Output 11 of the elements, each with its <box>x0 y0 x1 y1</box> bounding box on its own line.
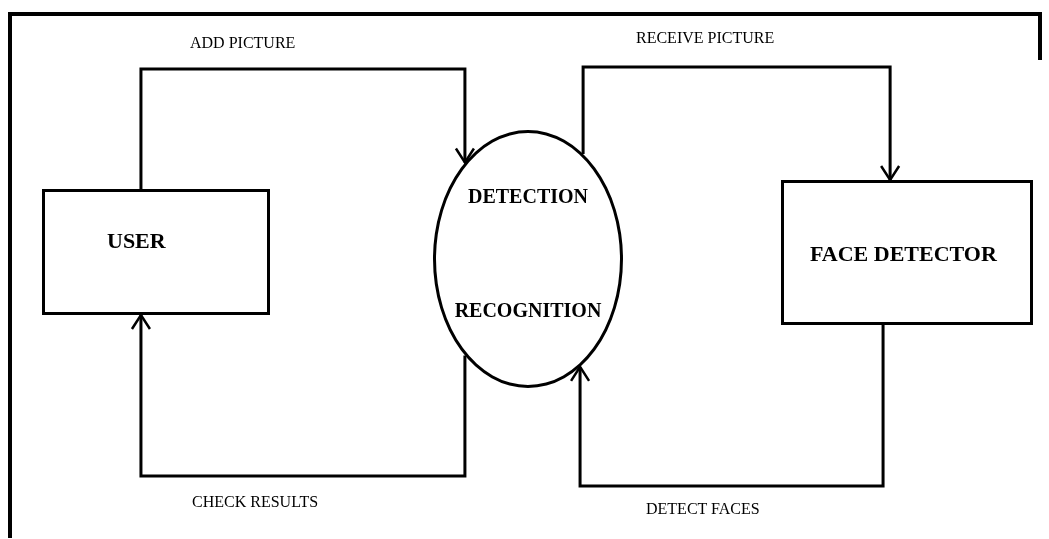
process-ellipse <box>433 130 623 388</box>
node-label: DETECTION <box>467 185 589 208</box>
node-label: FACE DETECTOR <box>810 241 997 267</box>
arrow <box>581 65 901 182</box>
arrow <box>569 325 885 488</box>
node-label: RECOGNITION <box>453 299 603 322</box>
node-label: USER <box>107 228 166 254</box>
entity-box <box>42 189 270 315</box>
entity-box <box>781 180 1033 325</box>
arrow <box>139 67 476 189</box>
arrow <box>130 313 467 478</box>
